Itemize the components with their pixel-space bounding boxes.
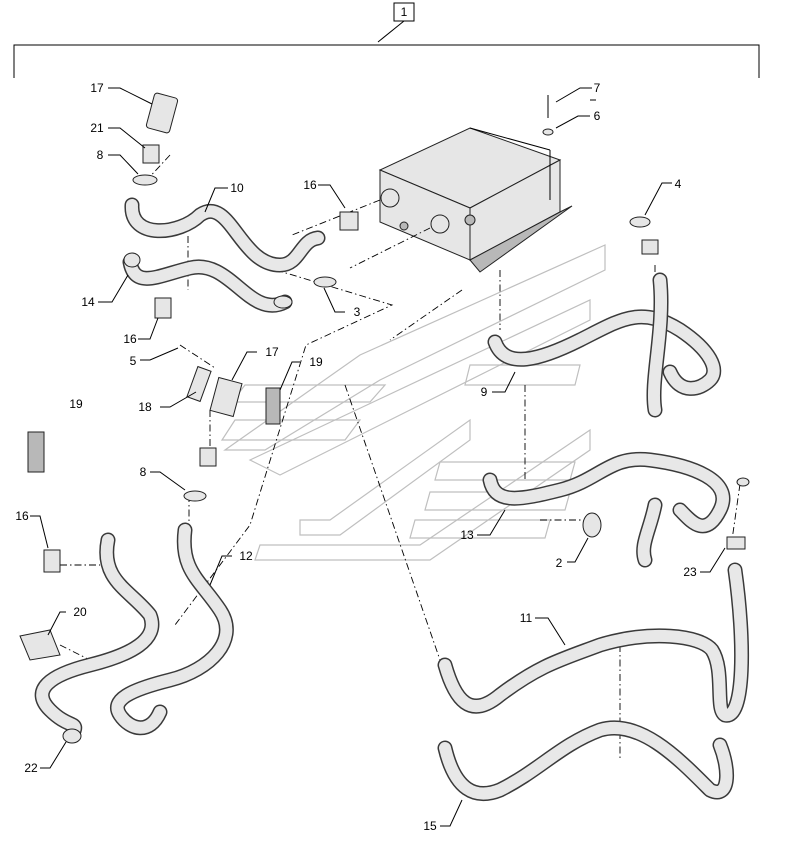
callout-18: 18: [138, 400, 152, 414]
small-parts: [19, 92, 750, 661]
fitting-16-left: [43, 549, 61, 573]
filter-19-left: [27, 431, 45, 473]
hose-13: [482, 451, 731, 568]
callout-1: 1: [401, 5, 408, 19]
clamp-23: [726, 536, 746, 550]
fitting-16-mid: [154, 297, 172, 319]
callout-15: 15: [423, 819, 437, 833]
callout-22: 22: [24, 761, 38, 775]
callout-11: 11: [520, 611, 533, 625]
watermark-logo: [220, 244, 606, 561]
valve-17-mid: [209, 376, 243, 418]
hose-15: [437, 720, 735, 801]
clamp-4: [629, 216, 651, 228]
hose-10: [124, 197, 326, 273]
callout-19-mid: 19: [309, 355, 323, 369]
filter-19-mid: [265, 387, 281, 425]
callout-labels: 1 2 3 4 5 6 7 8 8 9 10 11 12 13 14 15 16…: [15, 5, 697, 833]
callout-16-left: 16: [15, 509, 29, 523]
callout-14: 14: [81, 295, 95, 309]
callout-6: 6: [594, 109, 601, 123]
callout-leaders: [30, 87, 726, 827]
callout-12: 12: [239, 549, 253, 563]
callout-19-left: 19: [69, 397, 83, 411]
bracket-18: [186, 365, 212, 403]
clamp-2: [582, 512, 602, 538]
clamp-8-mid: [183, 490, 207, 502]
hose-9: [487, 272, 722, 418]
fitting-21: [142, 144, 160, 164]
hose-11: [437, 536, 750, 723]
washer-6: [542, 128, 554, 136]
bracket-20: [19, 629, 61, 661]
clamp-8-top: [132, 174, 158, 186]
hose-12: [110, 522, 234, 736]
callout-17-mid: 17: [265, 345, 279, 359]
callout-9: 9: [481, 385, 488, 399]
callout-20: 20: [73, 605, 87, 619]
callout-8-mid: 8: [140, 465, 147, 479]
hose-14: [122, 252, 293, 313]
callout-8-top: 8: [97, 148, 104, 162]
callout-16-top: 16: [303, 178, 317, 192]
callout-2: 2: [556, 556, 563, 570]
callout-21: 21: [90, 121, 104, 135]
callout-4: 4: [675, 177, 682, 191]
clip-23b: [736, 477, 750, 487]
hose-22: [34, 532, 160, 744]
callout-10: 10: [230, 181, 244, 195]
callout-23: 23: [683, 565, 697, 579]
callout-5: 5: [130, 354, 137, 368]
assembly-bracket: [13, 2, 760, 78]
callout-3: 3: [354, 305, 361, 319]
clamp-3: [313, 276, 337, 288]
heater-box: [378, 127, 573, 273]
callout-13: 13: [460, 528, 474, 542]
fitting-16-top: [339, 211, 359, 231]
valve-17-top: [145, 92, 179, 134]
fitting-4b: [641, 239, 659, 255]
callout-7: 7: [594, 81, 601, 95]
callout-17-top: 17: [90, 81, 104, 95]
callout-16-mid: 16: [123, 332, 137, 346]
fitting-21-mid: [199, 447, 217, 467]
